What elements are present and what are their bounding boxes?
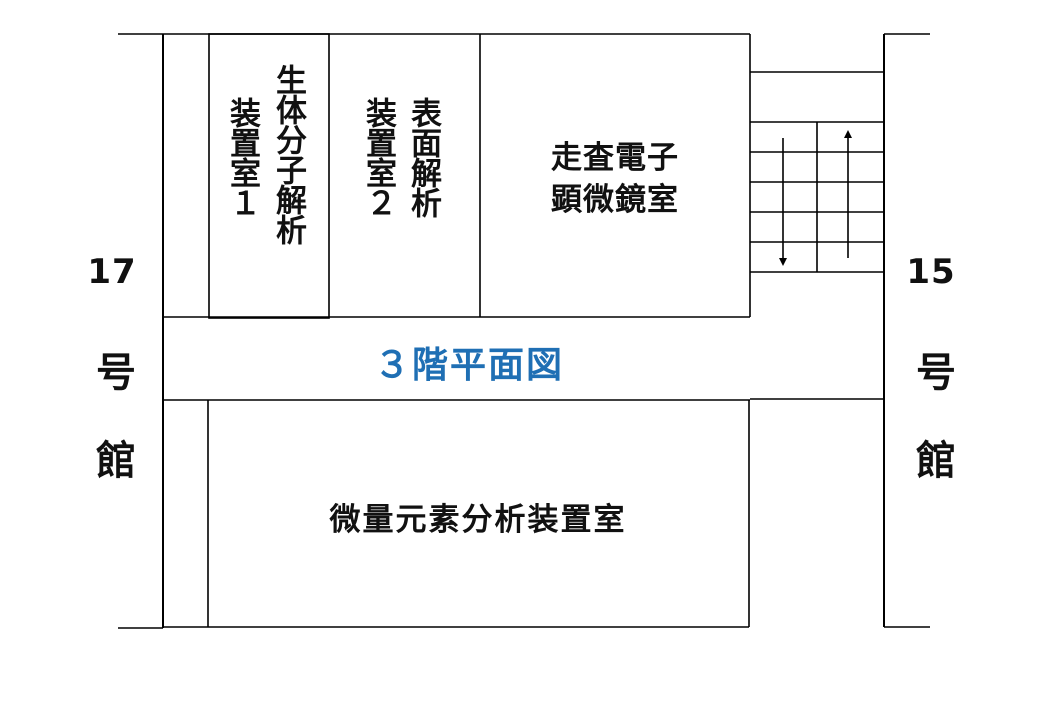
room-surface-analysis-label-col-2: 装置室２ xyxy=(360,97,396,217)
right-building-number: 15 xyxy=(906,252,956,292)
stairwell xyxy=(750,71,884,273)
right-building-char-2: 館 xyxy=(916,438,956,484)
room-sem-label-line-1: 走査電子 xyxy=(551,140,679,176)
right-building-wall xyxy=(883,33,930,628)
lower-rooms-outline xyxy=(163,398,884,628)
room-bio-molecular-outline xyxy=(208,33,330,319)
left-building-number: 17 xyxy=(87,252,137,292)
left-building-wall xyxy=(118,33,164,629)
room-bio-molecular-label-col-1: 生体分子解析 xyxy=(270,64,306,244)
left-building-char-2: 館 xyxy=(96,438,136,484)
room-surface-analysis-label-col-1: 表面解析 xyxy=(405,97,441,217)
room-bio-molecular-label-col-2: 装置室１ xyxy=(224,97,260,217)
floor-plan-title: ３階平面図 xyxy=(374,345,565,386)
right-building-char-1: 号 xyxy=(916,350,956,396)
upper-rooms-outline xyxy=(163,33,751,319)
room-micro-element-label: 微量元素分析装置室 xyxy=(329,502,627,538)
left-building-char-1: 号 xyxy=(96,350,136,396)
room-sem-label-line-2: 顕微鏡室 xyxy=(551,182,679,218)
